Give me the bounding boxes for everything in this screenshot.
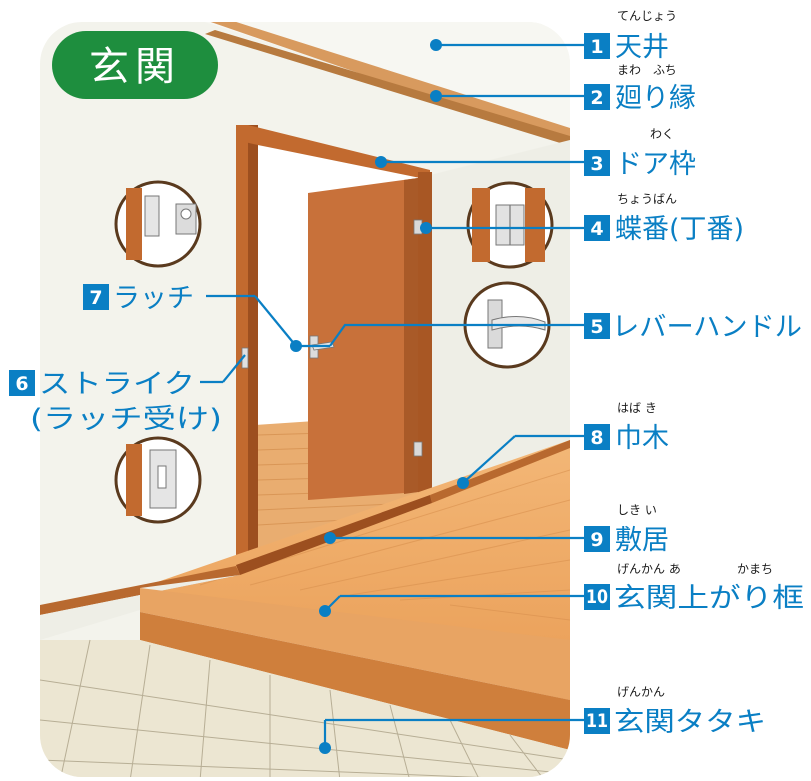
door-leaf-edge (404, 178, 418, 494)
door-frame-right (418, 172, 432, 500)
label-4: ちょうばん 4 蝶番(丁番) (584, 192, 744, 245)
label-8-number: 8 (590, 427, 603, 449)
label-10-badge (584, 584, 610, 610)
label-5-text: レバーハンドル (612, 312, 802, 343)
label-3-badge (584, 150, 610, 176)
label-11: げんかん 11 玄関タタキ (584, 685, 766, 738)
label-3: わく 3 ドア枠 (584, 127, 696, 180)
label-3-text: ドア枠 (615, 149, 696, 180)
label-5: 5 レバーハンドル (584, 312, 802, 343)
label-7-number: 7 (89, 287, 102, 309)
door-leaf (308, 178, 418, 500)
label-2-number: 2 (590, 87, 603, 109)
label-6-number: 6 (15, 373, 28, 395)
label-5-badge (584, 313, 610, 339)
label-5-number: 5 (590, 316, 603, 338)
page-title: 玄関 (89, 44, 181, 90)
label-4-number: 4 (590, 218, 603, 240)
zoom-circle-hinge (466, 181, 554, 269)
label-2: まわ ふち 2 廻り縁 (584, 63, 696, 114)
label-4-badge (584, 215, 610, 241)
label-4-ruby: ちょうばん (617, 192, 677, 206)
door-frame-left-shade (248, 125, 258, 565)
leader-lines (200, 43, 584, 748)
label-2-ruby: まわ ふち (617, 63, 677, 77)
crown-molding-shade (205, 30, 570, 146)
label-9-ruby: しき い (617, 503, 657, 517)
label-9-badge (584, 526, 610, 552)
label-1-text: 天井 (615, 32, 669, 63)
step-face (140, 612, 570, 750)
label-9-number: 9 (590, 529, 603, 551)
label-1: てんじょう 1 天井 (584, 9, 677, 63)
ceiling (40, 22, 570, 140)
label-4-text: 蝶番(丁番) (615, 214, 744, 245)
tile-floor (40, 640, 570, 777)
label-1-badge (584, 33, 610, 59)
label-3-ruby: わく (650, 127, 674, 141)
label-11-number: 11 (586, 710, 608, 732)
label-10-text: 玄関上がり框 (614, 583, 804, 614)
label-10-ruby: げんかん あ (617, 562, 681, 576)
label-8-text: 巾木 (615, 423, 669, 454)
scene-illustration (40, 22, 570, 777)
label-7: 7 ラッチ (83, 283, 194, 314)
label-6-text-2: (ラッチ受け) (30, 404, 222, 435)
label-6-text: ストライク (39, 369, 195, 400)
label-2-text: 廻り縁 (615, 83, 696, 114)
label-1-number: 1 (590, 36, 603, 58)
label-1-ruby: てんじょう (617, 9, 677, 23)
label-11-text: 玄関タタキ (614, 707, 766, 738)
title-badge: 玄関 (52, 31, 218, 99)
label-8: はば き 8 巾木 (584, 401, 669, 454)
label-6-badge (9, 370, 35, 396)
hinge-lower (413, 441, 423, 457)
zoom-circle-strike (114, 436, 202, 524)
label-10-number: 10 (586, 586, 608, 608)
step-top-edge (140, 588, 570, 700)
label-6: 6 ストライク (ラッチ受け) (9, 369, 222, 435)
label-7-badge (83, 284, 109, 310)
label-2-badge (584, 84, 610, 110)
label-10: げんかん あ かまち 10 玄関上がり框 (584, 562, 804, 614)
label-3-number: 3 (590, 153, 603, 175)
label-11-ruby: げんかん (617, 685, 665, 699)
label-8-badge (584, 424, 610, 450)
label-7-text: ラッチ (113, 283, 194, 314)
label-8-ruby: はば き (617, 401, 657, 415)
label-11-badge (584, 708, 610, 734)
label-10-ruby-2: かまち (737, 562, 773, 576)
tile-grid (40, 639, 570, 777)
zoom-circle-latch (114, 180, 202, 268)
label-9-text: 敷居 (615, 525, 669, 556)
leader-dots (290, 39, 469, 754)
label-9: しき い 9 敷居 (584, 503, 669, 556)
